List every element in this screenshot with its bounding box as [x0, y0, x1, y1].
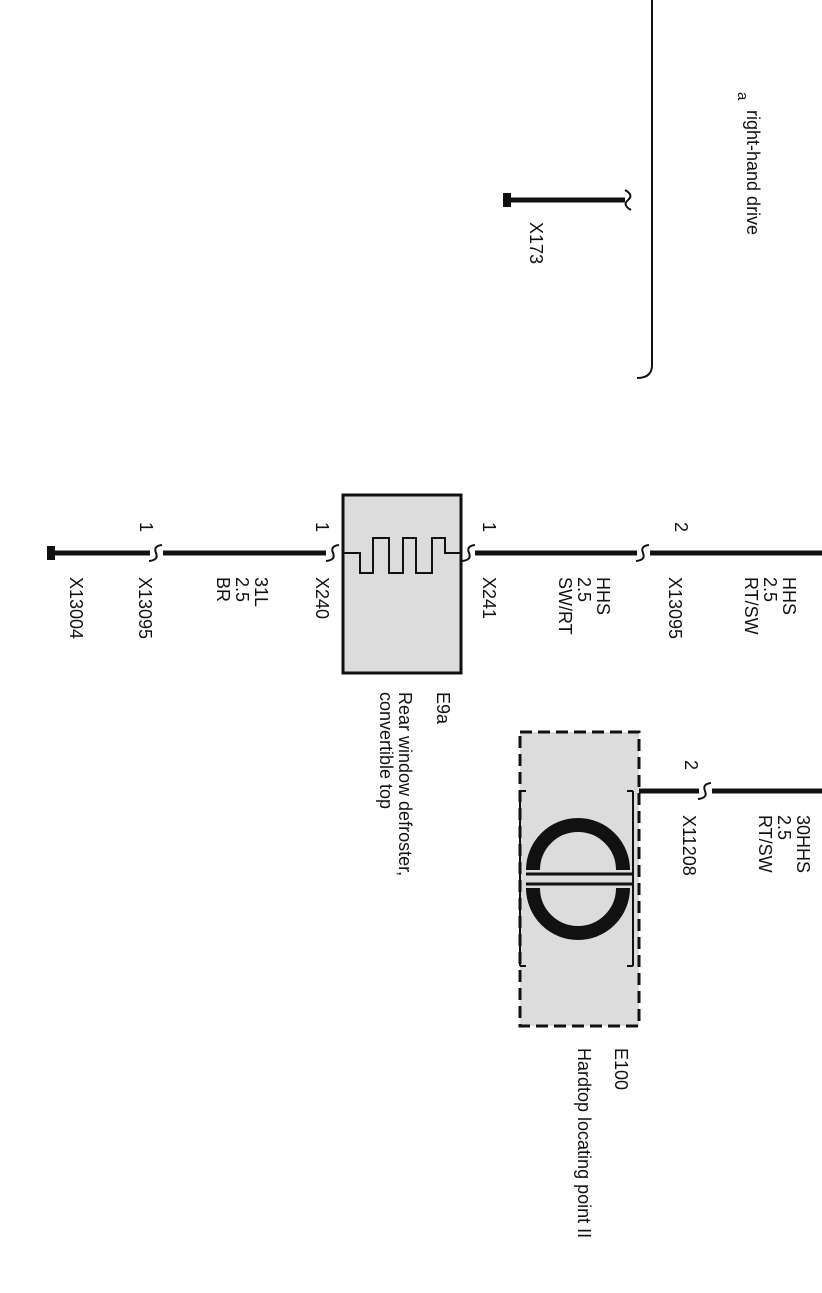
w-e100-signal: 30HHS	[793, 815, 813, 874]
x240-connector	[325, 544, 340, 562]
x241-pin: 1	[479, 522, 499, 533]
e9a-name-line1: Rear window defroster,	[395, 692, 415, 877]
x173-terminal	[503, 193, 511, 207]
x11208-label: X11208	[679, 815, 699, 876]
e100-clamp-upper	[526, 818, 630, 871]
e100-box	[518, 730, 641, 1028]
x13095-bottom-connector	[148, 544, 163, 562]
x241-connector	[461, 544, 476, 562]
e9a-box	[341, 493, 463, 675]
x13004-terminal	[47, 546, 55, 560]
w-mid-gauge: 2.5	[574, 577, 594, 603]
rhd-bracket	[636, 0, 653, 379]
x13004-label: X13004	[66, 577, 86, 640]
w-mid-signal: HHS	[593, 577, 613, 616]
x241-label: X241	[479, 577, 499, 620]
x13095-top-connector	[635, 544, 650, 562]
w-low-color: BR	[213, 577, 233, 603]
w-low-gauge: 2.5	[232, 577, 252, 603]
rhd-mark: a	[734, 92, 751, 101]
e9a-id: E9a	[433, 692, 453, 725]
x13095-bottom-pin: 1	[136, 522, 156, 533]
e100-name: Hardtop locating point II	[574, 1048, 594, 1239]
x13095-top-pin: 2	[671, 522, 691, 533]
w-top-signal: HHS	[779, 577, 799, 616]
e100-id: E100	[611, 1048, 631, 1091]
e100-frame	[519, 790, 634, 967]
x173-label: X173	[526, 222, 546, 265]
w-top-color: RT/SW	[741, 577, 761, 635]
w-e100-gauge: 2.5	[774, 815, 794, 841]
x13095-bottom-label: X13095	[135, 577, 155, 640]
x11208-connector	[697, 782, 712, 800]
x11208-pin: 2	[681, 760, 701, 771]
w-mid-color: SW/RT	[555, 577, 575, 635]
e100-clamp-lower	[526, 887, 630, 940]
e9a-heater-element	[343, 537, 461, 574]
x13095-top-label: X13095	[665, 577, 685, 640]
w-e100-color: RT/SW	[755, 815, 775, 873]
w-low-signal: 31L	[251, 577, 271, 608]
x240-label: X240	[312, 577, 332, 620]
rhd-note: right-hand drive	[743, 110, 763, 236]
w-top-gauge: 2.5	[760, 577, 780, 603]
x240-pin: 1	[312, 522, 332, 533]
e9a-name-line2: convertible top	[376, 692, 396, 810]
x173-connector	[624, 189, 632, 211]
